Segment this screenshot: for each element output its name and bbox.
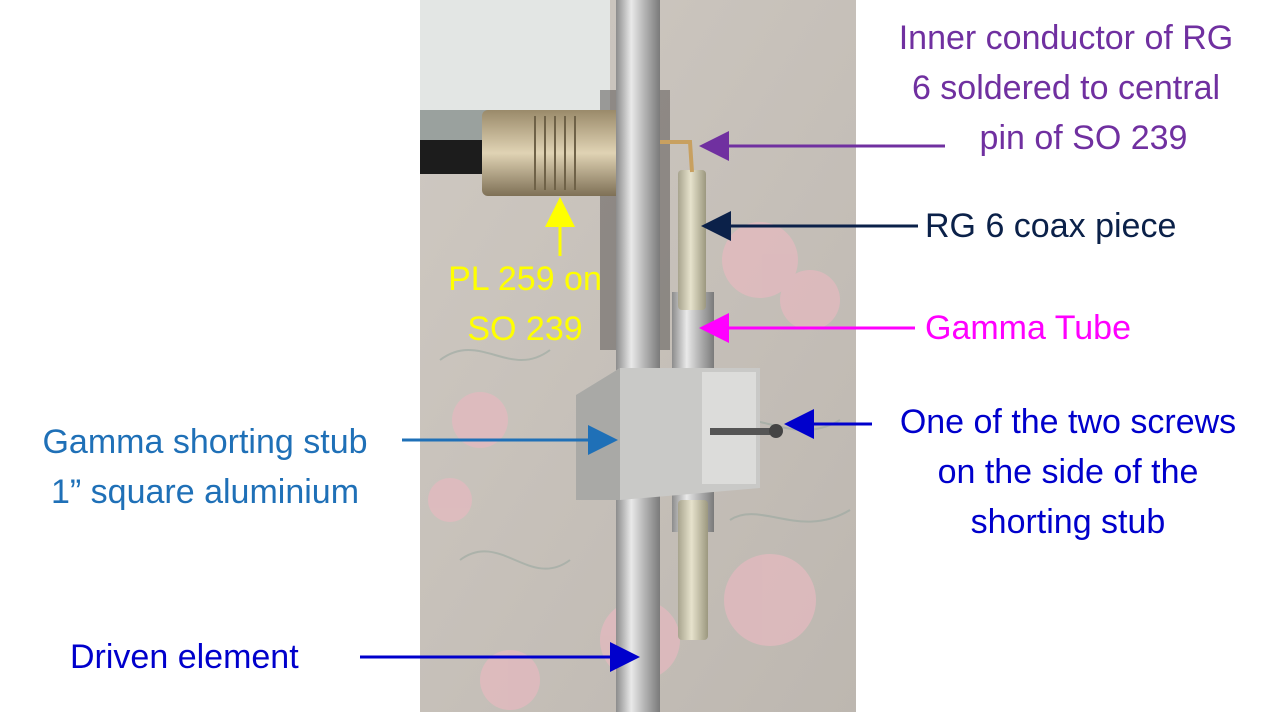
window-area bbox=[420, 0, 610, 130]
screw-shaft bbox=[710, 428, 770, 435]
photo-drawing bbox=[420, 0, 856, 712]
label-rg6-coax: RG 6 coax piece bbox=[925, 207, 1177, 245]
gamma-match-photo bbox=[420, 0, 856, 712]
driven-element-rod bbox=[616, 0, 660, 712]
screw-head bbox=[769, 424, 783, 438]
label-screws: One of the two screws on the side of the… bbox=[899, 403, 1237, 541]
label-shorting-stub: Gamma shorting stub 1” square aluminium bbox=[42, 423, 368, 511]
rg6-coax-lower bbox=[678, 500, 708, 640]
rg6-coax-piece bbox=[678, 170, 706, 310]
connector-knurl bbox=[534, 116, 576, 190]
pl259-connector bbox=[482, 110, 632, 196]
label-inner-conductor: Inner conductor of RG 6 soldered to cent… bbox=[898, 19, 1234, 157]
inner-conductor-wire bbox=[660, 140, 694, 173]
label-gamma-tube: Gamma Tube bbox=[925, 309, 1131, 347]
label-driven-element: Driven element bbox=[70, 638, 299, 676]
coax-cable bbox=[420, 140, 490, 174]
label-pl259: PL 259 on SO 239 bbox=[448, 260, 602, 348]
